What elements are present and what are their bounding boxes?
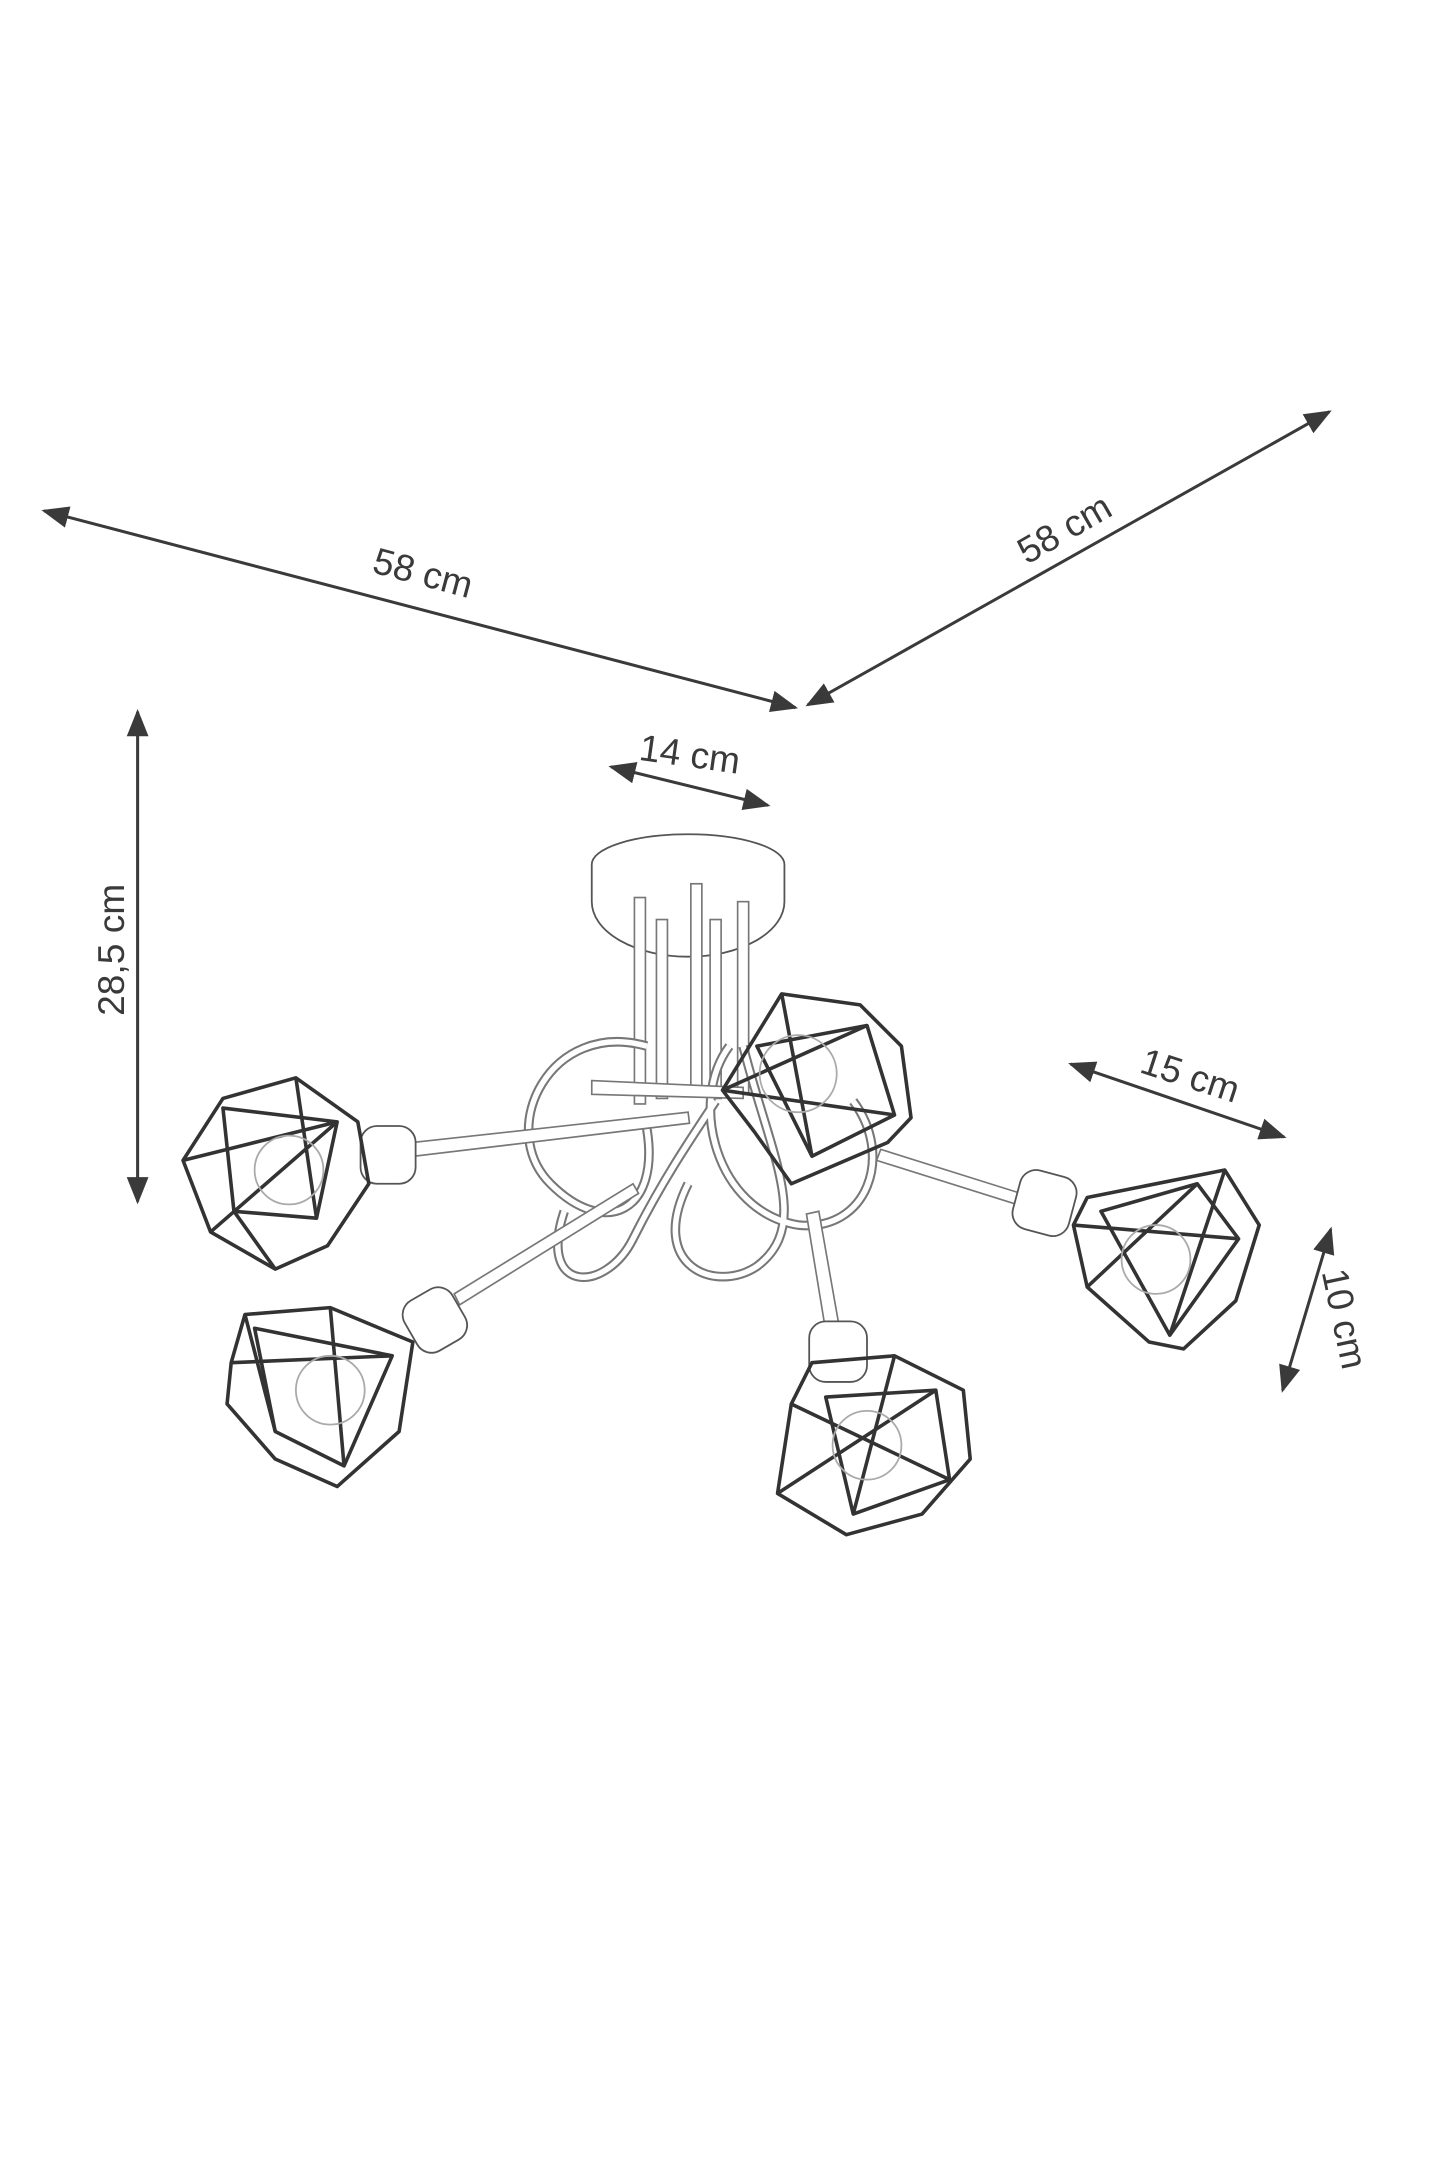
dimension-line-shade-diameter — [1279, 1226, 1335, 1393]
dimension-line-shade-length — [1068, 1061, 1287, 1140]
dimension-line-width-left — [41, 506, 799, 712]
shade-center — [720, 992, 913, 1186]
label-canopy-diameter: 14 cm — [637, 726, 743, 782]
label-width-right: 58 cm — [1010, 485, 1119, 572]
dimension-line-width-right — [805, 410, 1332, 707]
lamp-illustration — [181, 833, 1262, 1537]
shade-bottom — [775, 1354, 973, 1537]
label-shade-length: 15 cm — [1136, 1039, 1245, 1110]
label-height: 28,5 cm — [90, 884, 132, 1016]
label-shade-diameter: 10 cm — [1314, 1265, 1376, 1373]
dimension-line-canopy — [608, 762, 771, 811]
shade-lower-left — [225, 1305, 415, 1489]
shade-right — [1071, 1168, 1262, 1351]
shade-left — [181, 1076, 371, 1271]
label-width-left: 58 cm — [369, 539, 478, 606]
